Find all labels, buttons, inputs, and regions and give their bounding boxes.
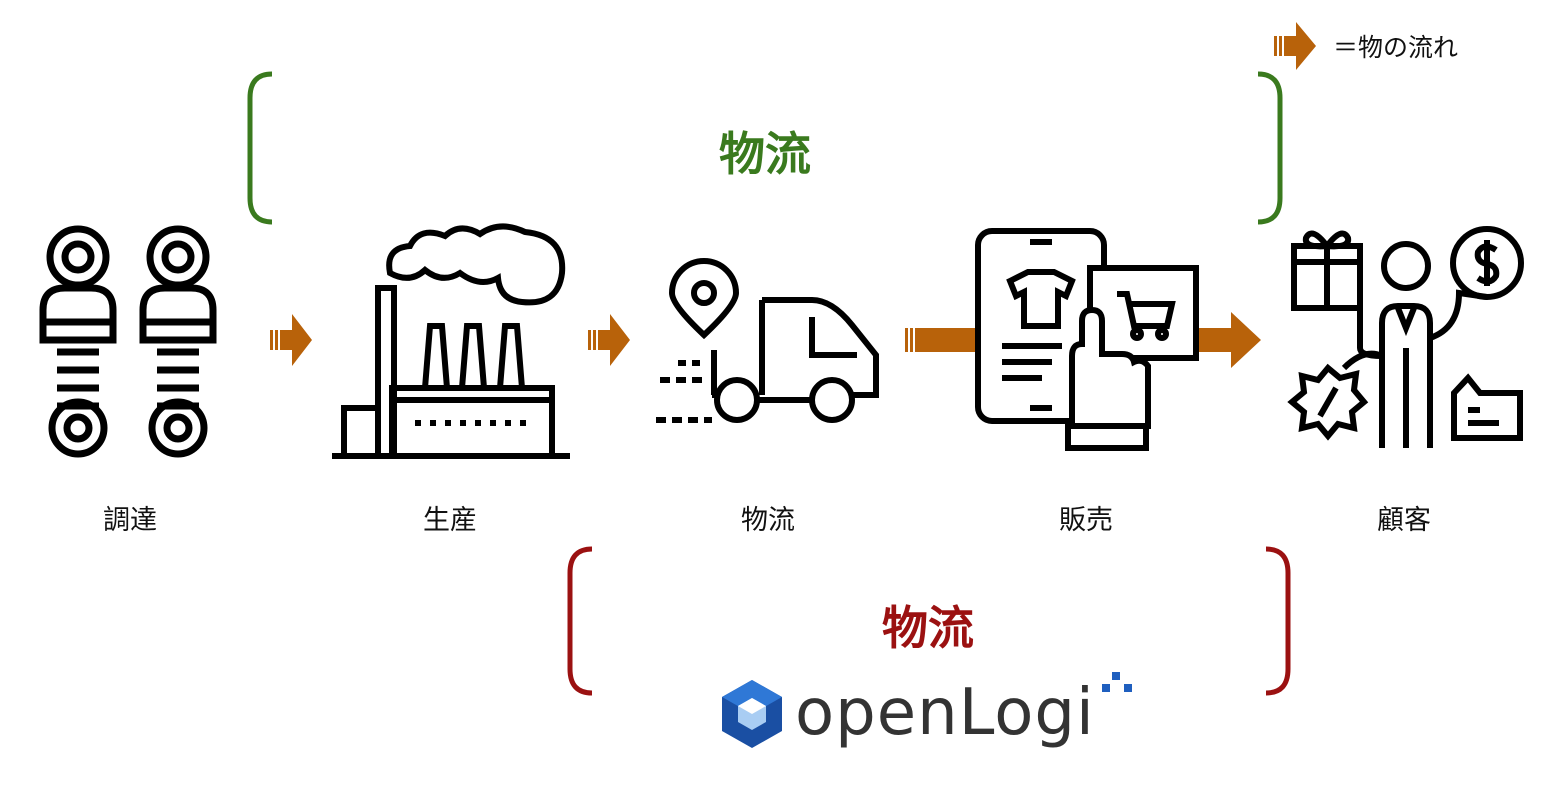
stage-label-procurement: 調達	[103, 505, 157, 536]
flow-arrow-icon	[270, 314, 312, 366]
customer-icon	[1287, 226, 1524, 448]
stage-label-sales: 販売	[1059, 505, 1113, 536]
stage-label-logistics: 物流	[741, 505, 795, 536]
stage-label-production: 生産	[423, 505, 477, 536]
upper-bracket	[247, 71, 1283, 225]
logo-dots-icon	[1102, 672, 1132, 692]
delivery-truck-icon	[656, 258, 879, 423]
legend-arrow-icon	[1274, 22, 1316, 70]
openlogi-logo-icon	[722, 680, 782, 748]
legend-label: ＝物の流れ	[1333, 33, 1459, 62]
lower-bracket-label: 物流	[882, 601, 974, 655]
upper-bracket-label: 物流	[719, 127, 811, 181]
lower-bracket	[567, 546, 1291, 696]
stage-label-customer: 顧客	[1377, 505, 1431, 536]
online-shop-icon	[975, 228, 1199, 451]
openlogi-logo-text: openLogi	[795, 676, 1095, 750]
factory-icon	[332, 223, 570, 459]
parts-icon	[39, 225, 217, 458]
flow-arrow-icon	[588, 314, 630, 366]
